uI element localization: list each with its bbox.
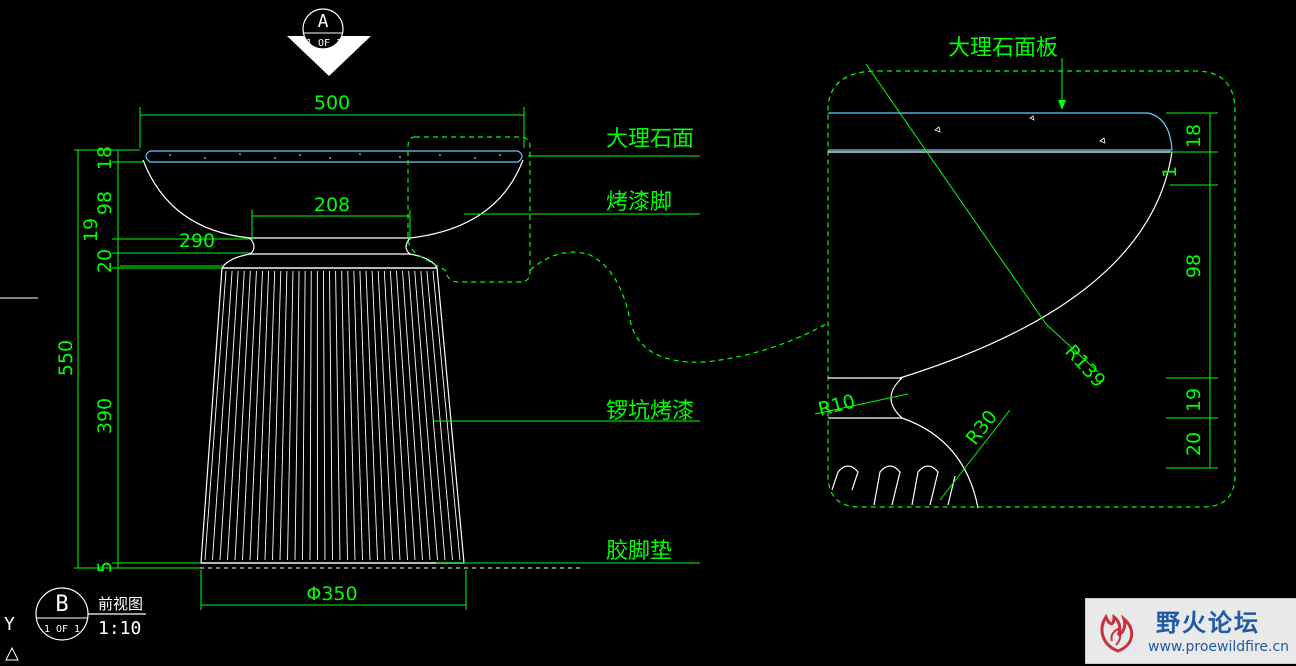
flute-line (341, 270, 348, 561)
flute-line (242, 270, 257, 561)
marble-top-front (145, 150, 523, 163)
flute-line (212, 270, 233, 561)
flute-line (414, 270, 438, 561)
flute-line (279, 270, 288, 561)
dim-neck: 208 (251, 194, 411, 240)
flute-line (420, 270, 446, 561)
svg-text:18: 18 (1183, 124, 1205, 148)
flute-line (227, 270, 245, 561)
ucs-axis: Y (4, 614, 19, 661)
svg-text:18: 18 (94, 146, 116, 170)
flute-line (249, 270, 263, 561)
wildfire-logo-icon (1100, 613, 1134, 653)
svg-text:Y: Y (4, 614, 15, 635)
flute-line (287, 270, 294, 561)
flute-line (432, 270, 461, 561)
detail-right-dims: 18 1 98 19 20 (1159, 112, 1218, 469)
svg-text:98: 98 (1183, 254, 1205, 278)
svg-text:Φ350: Φ350 (306, 583, 357, 605)
callout-rubber-pad: 胶脚垫 (606, 539, 672, 564)
callout-paint-leg: 烤漆脚 (606, 190, 672, 215)
svg-text:19: 19 (1183, 388, 1205, 412)
svg-text:500: 500 (314, 92, 350, 114)
flute-line (219, 270, 239, 561)
flute-line (426, 270, 453, 561)
flute-line (365, 270, 378, 561)
detail-marble-slab (828, 112, 1173, 151)
flute-line (389, 270, 408, 561)
detail-flutes (831, 465, 956, 506)
flute-line (264, 270, 276, 561)
dim-width-top: 500 (139, 92, 525, 148)
flute-line (371, 270, 386, 561)
flute-line (396, 270, 416, 561)
svg-text:550: 550 (55, 340, 77, 376)
flute-line (257, 270, 270, 561)
flute-line (377, 270, 393, 561)
marker-b-letter: B (55, 592, 68, 617)
detail-bowl-arc (899, 151, 1173, 379)
flute-line (272, 270, 282, 561)
flute-line (329, 270, 333, 561)
svg-text:1: 1 (1159, 166, 1181, 178)
section-marker-a: A 1 OF 1 (287, 8, 371, 76)
view-name: 前视图 (98, 595, 143, 613)
watermark: 野火论坛 www.proewildfire.cn (1085, 598, 1296, 664)
radius-small: R10 (816, 390, 858, 420)
svg-text:5: 5 (94, 561, 116, 573)
view-scale: 1:10 (98, 618, 141, 639)
flute-line (359, 270, 371, 561)
svg-text:20: 20 (94, 249, 116, 273)
radius-main: R139 (1060, 341, 1109, 392)
flute-line (234, 270, 251, 561)
svg-text:20: 20 (1183, 432, 1205, 456)
watermark-url: www.proewildfire.cn (1148, 639, 1290, 655)
flute-line (402, 270, 423, 561)
flute-line (309, 270, 312, 561)
callout-leaders (434, 155, 700, 564)
detail-callout-bubble (407, 136, 531, 283)
flute-line (294, 270, 300, 561)
marker-b-sheet: 1 OF 1 (44, 624, 80, 635)
leg-flutes (204, 270, 461, 561)
flute-line (302, 270, 306, 561)
bowl-outline (142, 159, 524, 239)
flute-line (383, 270, 401, 561)
watermark-title: 野火论坛 (1156, 609, 1260, 637)
detail-dashed-border (827, 70, 1236, 508)
svg-text:98: 98 (94, 191, 116, 215)
svg-text:19: 19 (80, 218, 102, 242)
marker-a-letter: A (318, 11, 329, 32)
section-marker-b: B 1 OF 1 前视图 1:10 (35, 587, 146, 641)
flute-line (347, 270, 356, 561)
svg-text:208: 208 (314, 194, 350, 216)
svg-text:290: 290 (179, 230, 215, 252)
dim-inner: 290 (120, 230, 222, 267)
flute-line (408, 270, 431, 561)
marker-a-sheet: 1 OF 1 (306, 38, 342, 49)
callout-marble: 大理石面 (606, 127, 694, 152)
svg-text:390: 390 (94, 398, 116, 434)
dim-total-height: 550 (55, 149, 200, 569)
flute-line (353, 270, 363, 561)
detail-title: 大理石面板 (948, 36, 1058, 61)
dim-base: Φ350 (200, 570, 467, 610)
neck-outline (248, 237, 412, 255)
flute-line (204, 270, 227, 561)
dim-heights: 18 98 19 20 390 5 (80, 146, 250, 573)
callout-groove-paint: 锣坑烤漆 (606, 399, 694, 424)
flute-line (322, 270, 326, 561)
flute-line (335, 270, 341, 561)
